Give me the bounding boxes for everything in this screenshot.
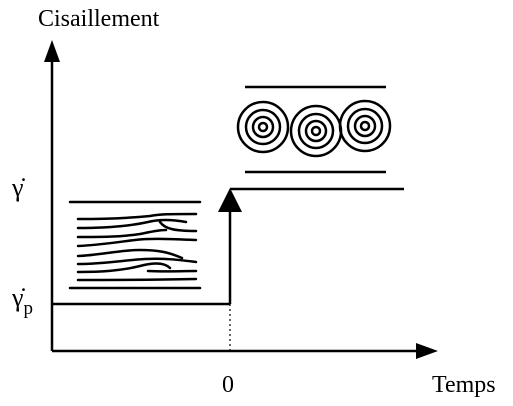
y-axis-arrowhead [44, 40, 60, 62]
onion-vesicle [338, 99, 392, 153]
shear-rate-low-label: γ̇p [11, 283, 33, 319]
x-axis-arrowhead [416, 343, 438, 359]
time-zero-label: 0 [222, 372, 234, 398]
x-axis [52, 343, 438, 359]
y-axis [44, 40, 60, 351]
onion-vesicle [236, 100, 290, 154]
shear-rate-low-subscript: p [24, 298, 34, 319]
onion-phase-illustration [236, 85, 392, 174]
step-arrowhead [218, 188, 242, 212]
x-axis-label: Temps [432, 372, 496, 398]
shear-rate-high-label: γ̇ [11, 173, 25, 202]
lamellar-phase-illustration [68, 200, 202, 290]
onion-vesicle [289, 104, 343, 158]
diagram-title: Cisaillement [38, 6, 160, 32]
shear-step-profile [52, 187, 404, 351]
